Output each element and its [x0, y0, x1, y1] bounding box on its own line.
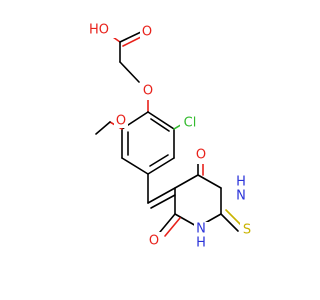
ether-oxygen-label: O: [143, 84, 153, 99]
bond-ccarbonyl-o-double: [122, 35, 144, 47]
bond-pyr-1: [174, 174, 199, 189]
bond-co-bottom: [159, 213, 176, 233]
bond-pyr-2: [197, 174, 222, 189]
bottom-carbonyl-oxygen-label: O: [149, 234, 159, 249]
bond-cs: [220, 213, 239, 232]
bond-ccarbonyl-o: [119, 31, 142, 43]
sulfur-label: S: [243, 223, 251, 238]
bond-ch-c5: [147, 187, 176, 204]
bonds: [95, 29, 244, 237]
chemical-structure: HO O O O Cl O O H N N H S: [84, 22, 254, 252]
methoxy-oxygen-label: O: [116, 114, 126, 129]
bond-methoxy-ch3: [95, 121, 111, 135]
upper-nitrogen-label: N: [236, 189, 246, 204]
bond-ch2-o: [119, 61, 140, 83]
upper-nitrogen-h-label: H: [236, 175, 246, 190]
atom-labels: HO O O O Cl O O H N N H S: [84, 22, 254, 252]
bond-ring-4: [121, 157, 149, 175]
bond-ring-inner-b: [149, 154, 169, 167]
bond-ring-1: [147, 111, 175, 130]
hydroxyl-oxygen-label: HO: [89, 23, 109, 38]
lower-nitrogen-h-label: H: [196, 236, 206, 251]
acid-carbonyl-oxygen-label: O: [142, 25, 152, 40]
bond-ring-inner-a: [150, 118, 170, 132]
chlorine-label: Cl: [184, 116, 197, 131]
top-carbonyl-oxygen-label: O: [196, 148, 206, 163]
lower-nitrogen-label: N: [196, 222, 206, 237]
bond-ring-3: [147, 157, 175, 175]
bond-co-bottom-double: [164, 217, 181, 237]
bond-ch-c5-double: [150, 194, 176, 209]
